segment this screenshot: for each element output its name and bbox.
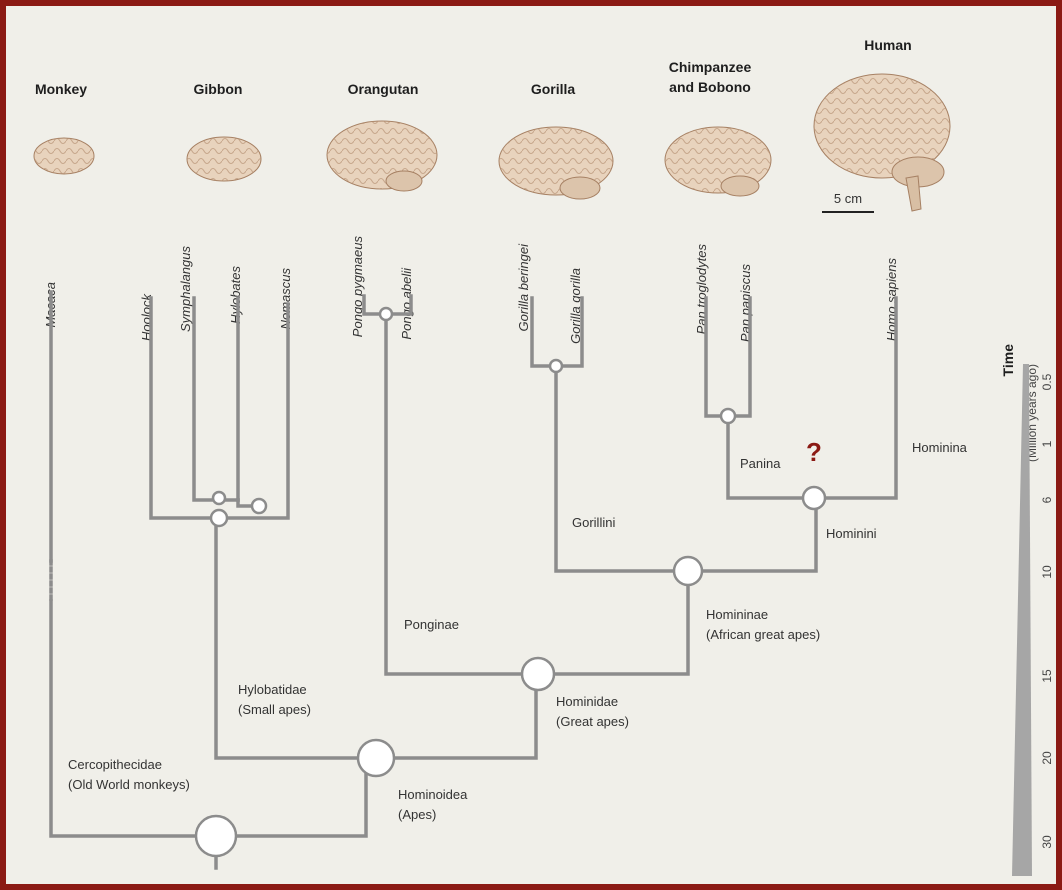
branch-hominoidea-stem	[214, 756, 368, 838]
node-gorilla	[548, 358, 564, 374]
node-hylobatidae	[209, 508, 229, 528]
branch-panina	[726, 414, 818, 500]
time-tick: 6	[1040, 496, 1054, 503]
branch-hylobatidae	[214, 516, 368, 760]
branch-symphalangus	[192, 296, 240, 502]
branch-ponginae	[384, 312, 538, 676]
node-homininae	[672, 555, 704, 587]
node-catarrhini	[194, 814, 238, 858]
time-tick: 0.5	[1040, 373, 1054, 390]
group-monkey: Monkey	[35, 81, 87, 97]
node-symphalangus	[211, 490, 227, 506]
time-tick: 10	[1040, 565, 1054, 579]
time-tick: 1	[1040, 440, 1054, 447]
scale-bar-label: 5 cm	[834, 191, 862, 206]
time-wedge	[1012, 364, 1032, 876]
node-pongo	[378, 306, 394, 322]
clade-homininae: Homininae	[706, 607, 768, 622]
species-labels: Macaca Hoolock Symphalangus Hylobates No…	[43, 236, 899, 344]
species-pongo-abelii: Pongo abelii	[399, 267, 414, 340]
clade-hominidae: Hominidae	[556, 694, 618, 709]
group-bonobo: and Bobono	[669, 79, 751, 95]
node-hominoidea	[356, 738, 396, 778]
gibbon-brain	[186, 136, 262, 182]
phylogeny-diagram: Monkey Gibbon Orangutan Gorilla Chimpanz…	[33, 37, 1054, 876]
time-axis-title: Time	[1000, 344, 1016, 377]
clade-hominidae-sub: (Great apes)	[556, 714, 629, 729]
species-pongo-pygmaeus: Pongo pygmaeus	[350, 236, 365, 338]
branch-homininae-stem	[534, 569, 690, 676]
node-hylobates-nomascus	[250, 497, 268, 515]
species-symphalangus: Symphalangus	[178, 246, 193, 332]
clade-hylobatidae-sub: (Small apes)	[238, 702, 311, 717]
clade-homininae-sub: (African great apes)	[706, 627, 820, 642]
group-orangutan: Orangutan	[348, 81, 419, 97]
branch-hoolock-nomascus	[149, 296, 290, 520]
gorilla-brain	[498, 126, 614, 200]
branch-hominina	[814, 296, 898, 500]
clade-ponginae: Ponginae	[404, 617, 459, 632]
time-tick: 15	[1040, 669, 1054, 683]
group-gorilla: Gorilla	[531, 81, 576, 97]
branch-cercopithecidae	[49, 599, 218, 838]
time-ticks: 0.5 1 6 10 15 20 30	[1040, 373, 1054, 848]
clade-panina: Panina	[740, 456, 781, 471]
time-tick: 20	[1040, 751, 1054, 765]
human-brain	[813, 73, 951, 212]
clade-hylobatidae: Hylobatidae	[238, 682, 307, 697]
tree-nodes	[194, 306, 827, 858]
monkey-brain	[33, 137, 95, 175]
clade-cercopithecidae: Cercopithecidae	[68, 757, 162, 772]
species-gorilla-gorilla: Gorilla gorilla	[568, 268, 583, 344]
chimpanzee-brain	[664, 126, 772, 197]
group-human: Human	[864, 37, 911, 53]
clade-gorillini: Gorillini	[572, 515, 615, 530]
branch-gorillini	[554, 364, 690, 573]
group-chimpanzee: Chimpanzee	[669, 59, 752, 75]
branch-hominidae-stem	[364, 672, 538, 760]
branch-hominini-stem	[686, 496, 818, 573]
clade-hominina: Hominina	[912, 440, 968, 455]
orangutan-brain	[326, 120, 438, 192]
node-hominidae	[520, 656, 556, 692]
group-gibbon: Gibbon	[194, 81, 243, 97]
question-mark: ?	[806, 437, 822, 467]
species-hylobates: Hylobates	[228, 266, 243, 324]
clade-cercopithecidae-sub: (Old World monkeys)	[68, 777, 190, 792]
species-nomascus: Nomascus	[278, 268, 293, 330]
clade-hominini: Hominini	[826, 526, 877, 541]
clade-hominoidea: Hominoidea	[398, 787, 468, 802]
node-hominini	[801, 485, 827, 511]
clade-hominoidea-sub: (Apes)	[398, 807, 436, 822]
node-pan	[719, 407, 737, 425]
time-tick: 30	[1040, 835, 1054, 849]
species-gorilla-beringei: Gorilla beringei	[516, 243, 531, 332]
